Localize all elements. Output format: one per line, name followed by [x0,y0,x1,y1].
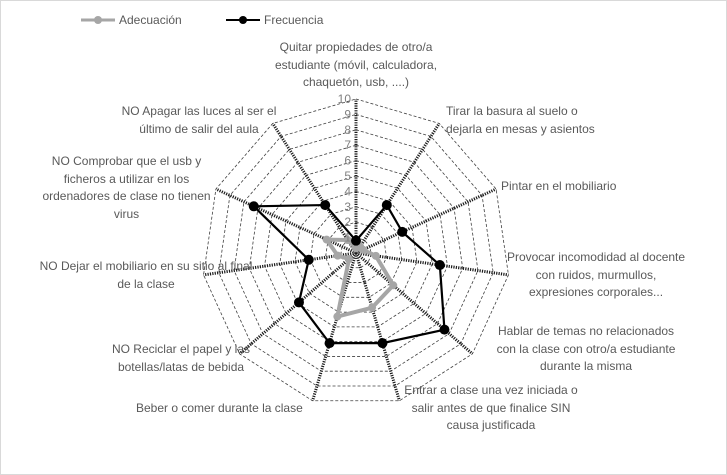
axis-spoke [203,251,357,277]
axis-spoke [354,252,401,402]
category-label: Tirar la basura al suelo o dejarla en me… [446,104,595,136]
axis-tick-label: 8 [344,123,351,137]
data-point [320,200,331,211]
data-point [324,338,335,349]
data-point [434,260,445,271]
axis-tick-label: 5 [344,169,351,183]
data-point [368,303,377,312]
grid-ring [325,221,387,283]
axis-tick-label: 1 [344,231,351,245]
legend-label: Adecuación [119,13,182,27]
legend-marker-frecuencia [226,16,260,24]
category-label: NO Dejar el mobiliario en su sitio al fi… [39,259,253,291]
category-label: NO Comprobar que el usb y ficheros a uti… [42,154,211,221]
axis-spoke [271,122,358,254]
axis-tick-label: 4 [344,184,351,198]
data-point [397,226,408,237]
axis-spoke [354,122,441,254]
data-point [371,251,380,260]
data-point [248,201,259,212]
grid-ring [203,98,509,402]
category-label: Pintar en el mobiliario [501,179,617,193]
category-label: NO Apagar las luces al ser el último de … [121,104,277,136]
category-label: Quitar propiedades de otro/a estudiante … [274,40,438,89]
data-point [333,312,342,321]
axis-tick-label: 2 [344,215,351,229]
category-label: Provocar incomodidad al docente con ruid… [506,250,686,299]
axis-tick-label: 7 [344,138,351,152]
legend-marker-adecuacion [81,16,115,24]
axis-spoke [311,252,358,402]
data-point [303,254,314,265]
axis-spoke [355,251,474,355]
legend-label: Frecuencia [264,13,324,27]
grid-ring [248,144,464,357]
axis-spoke [355,251,509,277]
data-point [377,338,388,349]
data-point [345,255,354,264]
data-point [439,324,450,335]
grid-ring [233,129,479,372]
data-point [389,281,398,290]
axis-tick-label: 10 [338,92,352,106]
axis-spoke [215,187,357,255]
axis-spoke [355,187,497,255]
series-line-frecuencia [252,203,446,345]
category-label: Beber o comer durante la clase [136,401,303,415]
data-point [322,235,331,244]
axis-tick-label: 3 [344,200,351,214]
axis-tick-label: 6 [344,154,351,168]
legend-item-frecuencia: Frecuencia [226,13,323,27]
legend-item-adecuacion: Adecuación [81,13,182,27]
category-label: NO Reciclar el papel y las botellas/lata… [111,342,251,374]
data-point [351,235,361,246]
data-point [343,236,352,245]
grid-ring [264,160,448,343]
grid-ring [309,206,403,298]
axis-tick-label: 9 [344,107,351,121]
grid-ring [218,113,494,387]
data-point [381,200,392,211]
data-point [359,245,368,254]
grid-ring [279,175,433,328]
category-label: Entrar a clase una vez iniciada o salir … [404,383,578,432]
data-point [293,297,304,308]
data-point [333,251,342,260]
category-label: Hablar de temas no relacionados con la c… [496,324,676,373]
